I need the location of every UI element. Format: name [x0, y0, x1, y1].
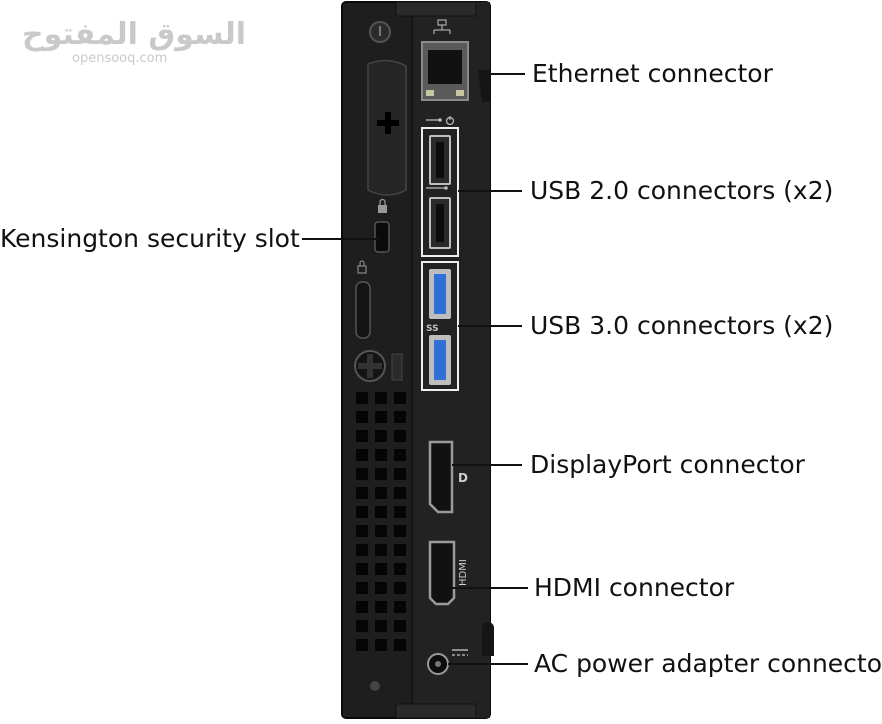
dp-mark: D	[458, 471, 468, 485]
vent-hole	[394, 525, 406, 537]
usb2-port-top-tongue	[436, 142, 444, 178]
vent-hole	[356, 544, 368, 556]
vent-hole	[356, 468, 368, 480]
vent-hole	[375, 563, 387, 575]
label-usb3: USB 3.0 connectors (x2)	[530, 311, 834, 340]
vent-hole	[356, 487, 368, 499]
vent-hole	[394, 468, 406, 480]
kensington-slot	[374, 221, 390, 253]
vent-hole	[394, 544, 406, 556]
vent-hole	[356, 525, 368, 537]
vent-hole	[375, 601, 387, 613]
lock-icon	[378, 198, 387, 213]
label-ac-power: AC power adapter connector	[534, 649, 882, 678]
power-icon	[445, 116, 455, 126]
label-displayport: DisplayPort connector	[530, 450, 805, 479]
displayport-port	[428, 440, 454, 514]
power-cable-stub	[482, 622, 494, 656]
vent-hole	[356, 620, 368, 632]
ethernet-led-left	[426, 90, 434, 96]
usb3-port-top-tongue	[434, 274, 446, 314]
vent-hole	[375, 544, 387, 556]
vent-hole	[356, 506, 368, 518]
vent-hole	[356, 411, 368, 423]
vent-hole	[375, 468, 387, 480]
vent-hole	[375, 506, 387, 518]
usb3-port-bottom-tongue	[434, 340, 446, 380]
vent-hole	[375, 430, 387, 442]
vent-hole	[375, 582, 387, 594]
vent-hole	[356, 582, 368, 594]
vent-hole	[375, 449, 387, 461]
network-icon	[433, 19, 451, 34]
vent-hole	[394, 582, 406, 594]
padlock-icon	[357, 260, 367, 274]
label-ethernet: Ethernet connector	[532, 59, 773, 88]
vent-hole	[375, 411, 387, 423]
vent-hole	[356, 392, 368, 404]
vent-hole	[375, 639, 387, 651]
vent-hole	[375, 487, 387, 499]
vent-hole	[394, 392, 406, 404]
thumbscrew-slot-v	[367, 354, 373, 378]
usb2-port-bottom-tongue	[436, 204, 444, 242]
vent-hole	[394, 430, 406, 442]
vent-hole	[356, 639, 368, 651]
ss-mark: SS	[426, 324, 439, 334]
hdmi-mark: HDMI	[458, 559, 469, 586]
vent-hole	[356, 449, 368, 461]
hdmi-port	[428, 540, 456, 606]
vent-hole	[394, 449, 406, 461]
watermark-latin: opensooq.com	[72, 51, 168, 66]
ethernet-cable-stub	[478, 70, 490, 102]
vent-hole	[394, 639, 406, 651]
vent-hole	[356, 601, 368, 613]
screw-clip	[391, 353, 403, 381]
vent-hole	[394, 411, 406, 423]
vent-hole	[356, 563, 368, 575]
vent-hole	[394, 601, 406, 613]
vent-hole	[375, 620, 387, 632]
vent-hole	[375, 392, 387, 404]
watermark: السوق المفتوح opensooq.com	[22, 18, 246, 66]
vent-hole	[375, 525, 387, 537]
vent-hole	[394, 506, 406, 518]
usb-icon	[426, 118, 442, 122]
usb-icon	[426, 186, 448, 190]
ethernet-led-right	[456, 90, 464, 96]
chassis-bottom-tab	[395, 703, 477, 719]
vent-hole	[394, 563, 406, 575]
vent-hole	[394, 487, 406, 499]
vent-hole	[356, 430, 368, 442]
ac-power-port-pin	[435, 661, 441, 667]
watermark-arabic: السوق المفتوح	[22, 17, 247, 52]
plus-icon	[377, 112, 399, 134]
label-usb2: USB 2.0 connectors (x2)	[530, 176, 834, 205]
chassis-hole	[370, 681, 380, 691]
padlock-ring-slot	[355, 281, 371, 339]
label-hdmi: HDMI connector	[534, 573, 735, 602]
vent-hole	[394, 620, 406, 632]
ventilation-grille	[356, 392, 406, 651]
label-kensington: Kensington security slot	[0, 224, 300, 253]
ethernet-port-socket	[428, 50, 462, 84]
chassis-top-tab	[395, 1, 477, 17]
